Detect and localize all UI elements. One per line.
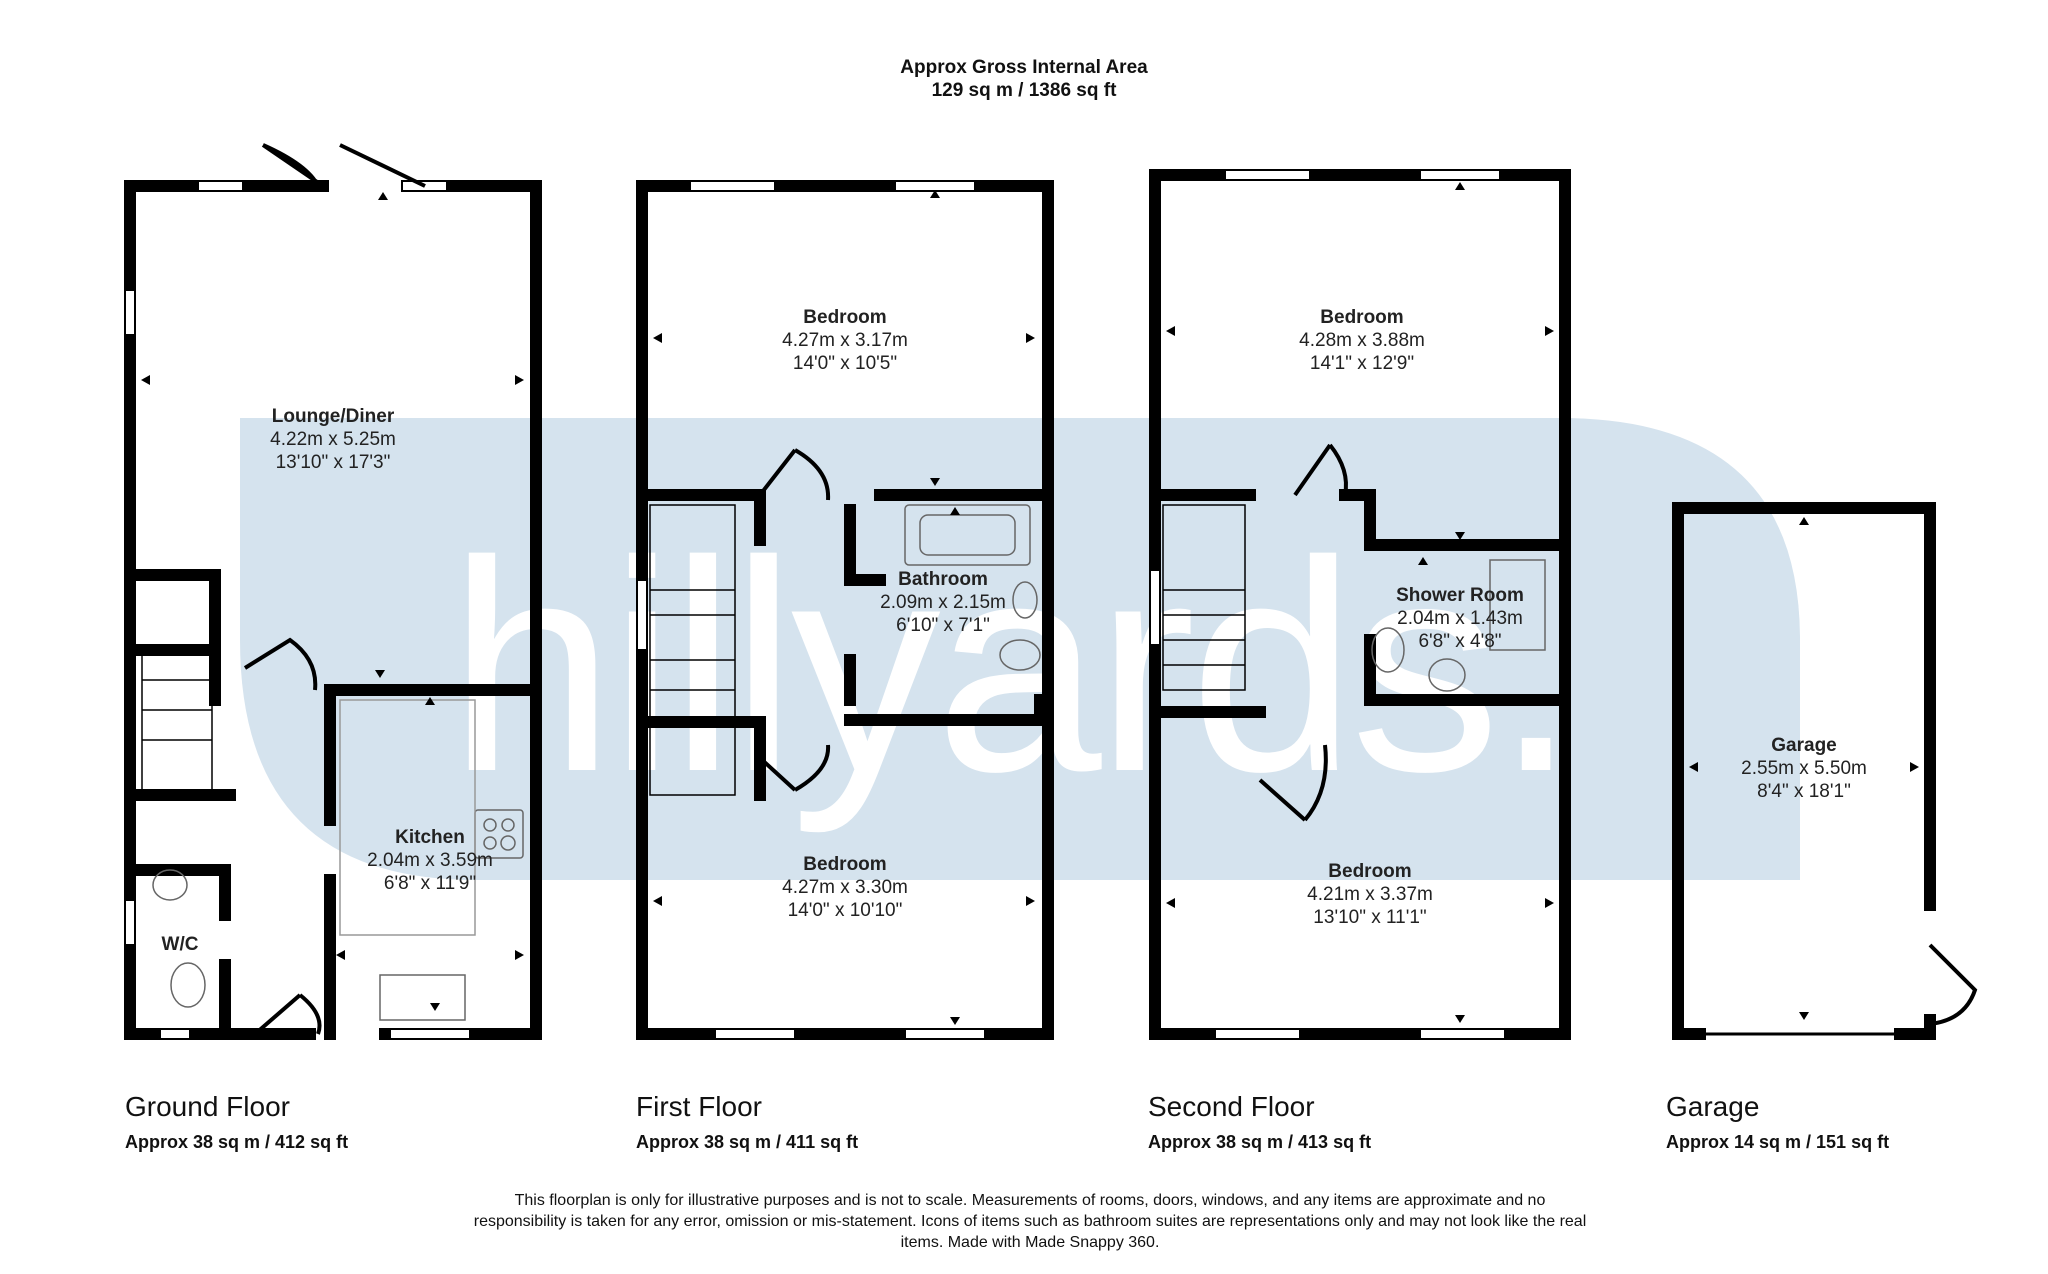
toilet-icon: [999, 639, 1041, 671]
room-imperial: 13'10" x 11'1": [1313, 907, 1427, 928]
sink-icon: [379, 974, 466, 1021]
room-metric: 4.21m x 3.37m: [1307, 884, 1433, 905]
watermark-band: [240, 418, 1800, 880]
room-imperial: 14'1" x 12'9": [1309, 353, 1415, 374]
room-name: Bathroom: [898, 569, 988, 590]
room-imperial: 6'10" x 7'1": [896, 615, 990, 636]
room-metric: 4.28m x 3.88m: [1299, 330, 1425, 351]
room-name: Bedroom: [803, 307, 887, 328]
shower-tray-icon: [1489, 559, 1546, 651]
room-imperial: 8'4" x 18'1": [1757, 781, 1851, 802]
kitchen-wall: [324, 684, 536, 1040]
room-name: Garage: [1771, 735, 1837, 756]
bath-icon: [904, 504, 1031, 566]
room-label-garage: Garage 2.55m x 5.50m 8'4" x 18'1": [1741, 734, 1867, 803]
floor-caption-second: Second Floor Approx 38 sq m / 413 sq ft: [1148, 1091, 1371, 1153]
floor-caption-first: First Floor Approx 38 sq m / 411 sq ft: [636, 1091, 858, 1153]
room-name: W/C: [161, 934, 199, 955]
room-label-first-bedroom-1: Bedroom 4.27m x 3.17m 14'0" x 10'5": [782, 306, 908, 375]
room-name: Kitchen: [395, 827, 465, 848]
floor-name: Ground Floor: [125, 1091, 290, 1122]
floor-caption-garage: Garage Approx 14 sq m / 151 sq ft: [1666, 1091, 1889, 1153]
room-label-lounge-diner: Lounge/Diner 4.22m x 5.25m 13'10" x 17'3…: [270, 405, 396, 474]
floor-area: Approx 14 sq m / 151 sq ft: [1666, 1132, 1890, 1152]
room-metric: 2.55m x 5.50m: [1741, 758, 1867, 779]
floor-area: Approx 38 sq m / 413 sq ft: [1148, 1132, 1372, 1152]
header-title: Approx Gross Internal Area: [900, 57, 1148, 78]
room-label-kitchen: Kitchen 2.04m x 3.59m 6'8" x 11'9": [367, 826, 493, 895]
room-label-first-bedroom-2: Bedroom 4.27m x 3.30m 14'0" x 10'10": [782, 853, 908, 922]
room-name: Bedroom: [1328, 861, 1412, 882]
garage-outline: [1672, 502, 1936, 1040]
room-name: Bedroom: [1320, 307, 1404, 328]
fixtures: [152, 504, 1546, 1021]
toilet-icon: [1371, 627, 1405, 673]
room-label-second-bedroom-2: Bedroom 4.21m x 3.37m 13'10" x 11'1": [1307, 860, 1433, 929]
floor-area: Approx 38 sq m / 412 sq ft: [125, 1132, 349, 1152]
room-imperial: 6'8" x 4'8": [1418, 631, 1502, 652]
room-metric: 4.27m x 3.30m: [782, 877, 908, 898]
toilet-icon: [170, 962, 206, 1008]
floor-caption-ground: Ground Floor Approx 38 sq m / 412 sq ft: [125, 1091, 348, 1153]
room-metric: 2.04m x 3.59m: [367, 850, 493, 871]
basin-icon: [1428, 658, 1466, 692]
measurement-arrows: [141, 182, 1919, 1025]
room-label-second-bedroom-1: Bedroom 4.28m x 3.88m 14'1" x 12'9": [1299, 306, 1425, 375]
basin-icon: [152, 869, 188, 901]
floor-name: First Floor: [636, 1091, 762, 1122]
room-label-bathroom: Bathroom 2.09m x 2.15m 6'10" x 7'1": [880, 568, 1006, 637]
basin-icon: [1012, 581, 1038, 619]
room-imperial: 14'0" x 10'5": [792, 353, 898, 374]
room-metric: 4.22m x 5.25m: [270, 429, 396, 450]
room-metric: 4.27m x 3.17m: [782, 330, 908, 351]
room-imperial: 6'8" x 11'9": [383, 873, 477, 894]
room-name: Shower Room: [1396, 585, 1524, 606]
floor-name: Garage: [1666, 1091, 1760, 1122]
room-label-wc: W/C: [162, 933, 199, 956]
second-floor-inner-walls: [1149, 489, 1571, 718]
disclaimer-text: This floorplan is only for illustrative …: [473, 1192, 1587, 1251]
room-imperial: 14'0" x 10'10": [787, 900, 903, 921]
floor-area: Approx 38 sq m / 411 sq ft: [636, 1132, 859, 1152]
gross-internal-area-header: Approx Gross Internal Area 129 sq m / 13…: [0, 56, 2048, 102]
room-label-shower-room: Shower Room 2.04m x 1.43m 6'8" x 4'8": [1396, 584, 1524, 653]
floor-name: Second Floor: [1148, 1091, 1315, 1122]
doors: [243, 143, 1978, 1036]
room-name: Lounge/Diner: [271, 406, 395, 427]
room-imperial: 13'10" x 17'3": [275, 452, 391, 473]
stairs: [141, 504, 1246, 796]
room-metric: 2.09m x 2.15m: [880, 592, 1006, 613]
room-name: Bedroom: [803, 854, 887, 875]
header-total-area: 129 sq m / 1386 sq ft: [931, 80, 1117, 101]
room-metric: 2.04m x 1.43m: [1397, 608, 1523, 629]
